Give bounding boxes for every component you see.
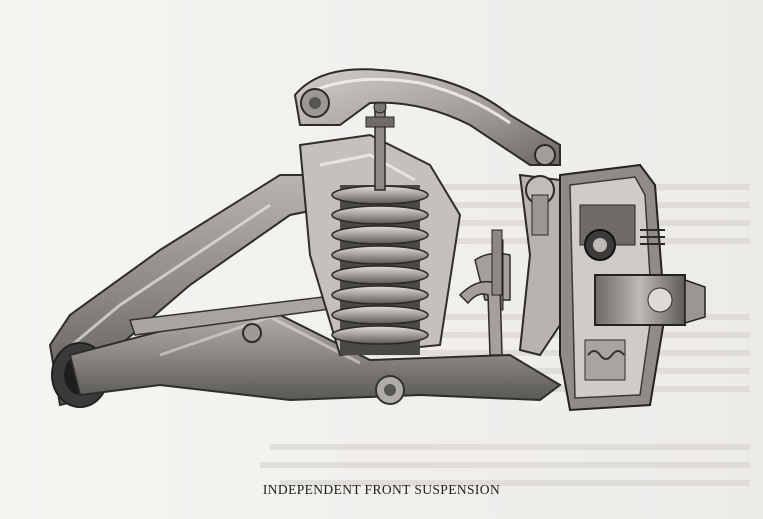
lower-control-arm (68, 303, 562, 405)
coil-spring (331, 185, 429, 355)
upper-ball-joint (525, 175, 555, 236)
upper-control-arm (293, 68, 561, 166)
figure-caption: INDEPENDENT FRONT SUSPENSION (262, 482, 501, 497)
brake-drum-hub (559, 163, 706, 412)
bleed-through-text (250, 440, 750, 504)
bleed-lines (260, 444, 750, 486)
tie-rod (458, 229, 503, 356)
front-suspension-illustration (48, 68, 706, 412)
